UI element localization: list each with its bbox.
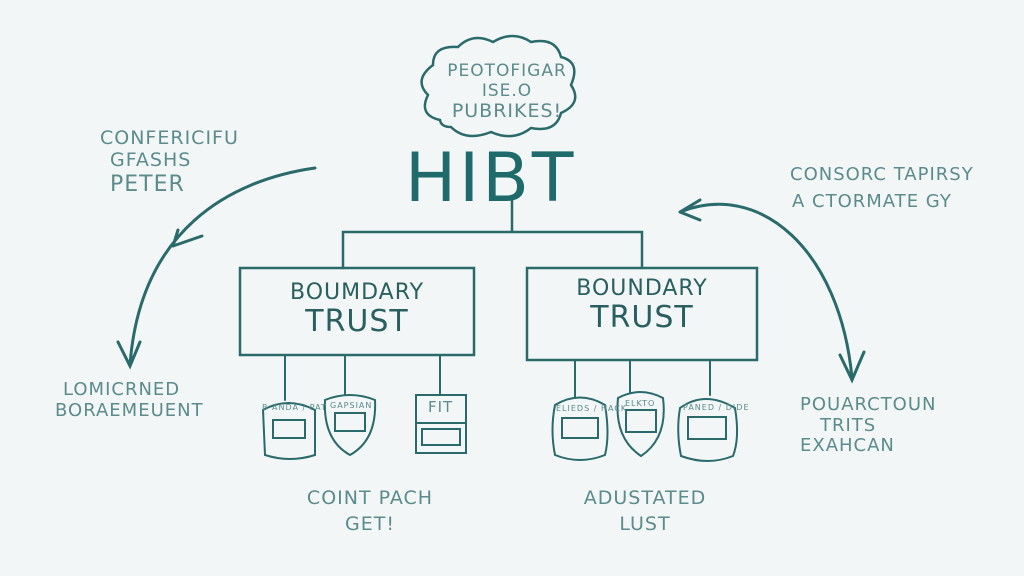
note-bottom-right: POUARCTOUN TRITS EXAHCAN	[800, 394, 937, 457]
badge-label: ELIEDS / HACK	[556, 404, 628, 413]
note-line: PETER	[110, 171, 185, 197]
note-line: TRITS	[820, 414, 877, 436]
badge-label: B ANDA / PAT	[262, 403, 327, 412]
arrow-left	[116, 166, 317, 370]
caption-line: ADUSTATED	[583, 487, 707, 509]
note-line: A CTORMATE GY	[792, 190, 952, 212]
cloud-line: PUBRIKES!	[451, 100, 563, 123]
boundary-box-right-label: BOUNDARY TRUST	[527, 276, 757, 336]
note-line: POUARCTOUN	[800, 394, 937, 415]
badge-label: ELKTO	[625, 399, 656, 408]
boundary-box-left	[238, 266, 476, 357]
box-line1: BOUNDARY	[576, 276, 708, 301]
note-line: CONFERICIFU	[100, 127, 239, 149]
arrow-right	[678, 198, 866, 384]
caption-right: ADUSTATED LUST	[545, 487, 745, 536]
badge-label: GAPSIAN	[330, 401, 373, 410]
note-line: LOMICRNED	[63, 379, 181, 400]
note-top-right: CONSORC TAPIRSY A CTORMATE GY	[790, 164, 974, 212]
badges-right	[551, 391, 739, 462]
badges-left	[261, 394, 467, 460]
badge-label: PANED / DIDE	[683, 403, 750, 412]
box-line1: BOUMDARY	[289, 280, 425, 305]
badge-connectors	[284, 354, 711, 401]
note-line: GFASHS	[110, 148, 192, 171]
box-line2: TRUST	[305, 304, 409, 340]
box-line2: TRUST	[590, 300, 694, 336]
caption-left: COINT PACH GET!	[270, 487, 470, 536]
note-line: EXAHCAN	[800, 435, 895, 457]
boundary-box-right	[525, 266, 759, 362]
main-title: HIBT	[405, 139, 577, 218]
boundary-box-left-label: BOUMDARY TRUST	[240, 280, 474, 340]
badge-label: FIT	[428, 398, 454, 416]
note-bottom-left: LOMICRNED BORAEMEUENT	[55, 379, 204, 421]
note-top-left: CONFERICIFU GFASHS PETER	[100, 127, 239, 197]
tree-connector	[341, 198, 644, 270]
cloud-line: PEOTOFIGAR	[447, 61, 567, 81]
cloud-line: ISE.O	[481, 80, 533, 101]
caption-line: COINT PACH	[306, 487, 434, 509]
thought-cloud	[420, 34, 577, 138]
caption-line: LUST	[619, 512, 671, 535]
caption-line: GET!	[345, 512, 395, 535]
note-line: BORAEMEUENT	[55, 399, 204, 421]
cloud-text: PEOTOFIGAR ISE.O PUBRIKES!	[442, 61, 572, 123]
note-line: CONSORC TAPIRSY	[790, 164, 974, 185]
